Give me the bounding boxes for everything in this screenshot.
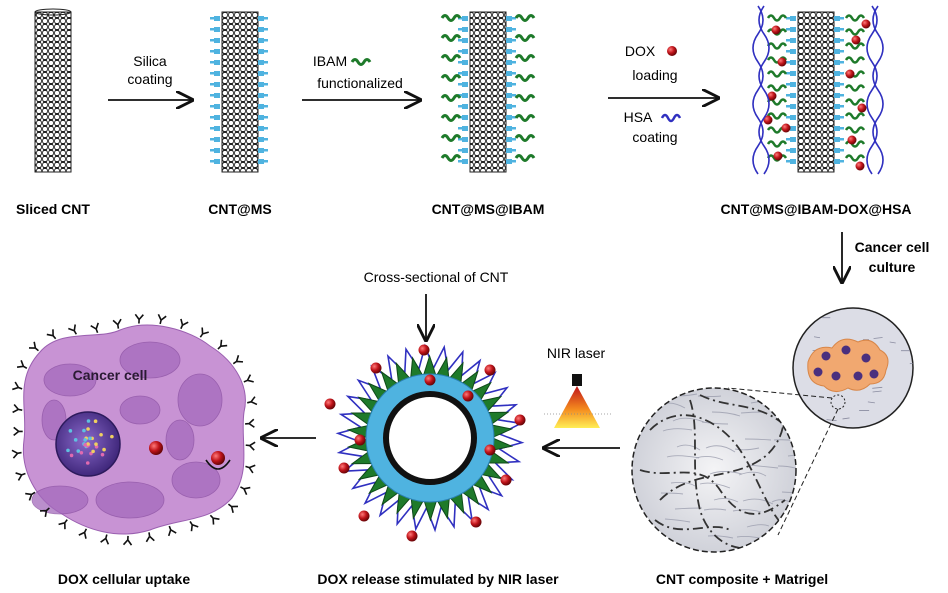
label-dox-release: DOX release stimulated by NIR laser bbox=[317, 571, 559, 587]
zoom-line-top bbox=[727, 387, 833, 399]
step-dox-line1: DOX bbox=[625, 43, 656, 59]
culture-dish bbox=[792, 307, 914, 429]
dox-particle-inside bbox=[149, 441, 163, 455]
step-culture-line1: Cancer cell bbox=[855, 239, 930, 255]
matrigel-magnified-view bbox=[631, 387, 797, 553]
step-hsa-line1: HSA bbox=[624, 109, 653, 125]
zoom-line-bottom bbox=[777, 408, 839, 536]
cnt-ms-illustration bbox=[210, 11, 268, 173]
step-hsa-line2: coating bbox=[632, 129, 677, 145]
sliced-cnt-illustration bbox=[34, 8, 72, 173]
ibam-legend-icon bbox=[350, 58, 372, 66]
step-culture-line2: culture bbox=[869, 259, 916, 275]
label-cross-section: Cross-sectional of CNT bbox=[364, 269, 509, 285]
zoom-region bbox=[830, 394, 846, 410]
step-silica-line1: Silica bbox=[133, 53, 167, 69]
label-cnt-ms-ibam-dox-hsa: CNT@MS@IBAM-DOX@HSA bbox=[720, 201, 911, 217]
label-cnt-ms-ibam: CNT@MS@IBAM bbox=[432, 201, 545, 217]
label-sliced-cnt: Sliced CNT bbox=[16, 201, 90, 217]
label-cnt-composite-matrigel: CNT composite + Matrigel bbox=[656, 571, 828, 587]
hsa-legend-icon bbox=[660, 113, 682, 123]
label-nir-laser: NIR laser bbox=[547, 345, 606, 361]
label-dox-uptake: DOX cellular uptake bbox=[58, 571, 190, 587]
cnt-cross-section bbox=[324, 343, 526, 542]
cnt-ms-ibam-dox-hsa-illustration bbox=[752, 5, 884, 175]
nir-laser-icon bbox=[544, 374, 612, 428]
step-dox-line2: loading bbox=[632, 67, 677, 83]
label-cnt-ms: CNT@MS bbox=[208, 201, 271, 217]
step-ibam-line1: IBAM bbox=[313, 53, 347, 69]
cancer-cell-tissue bbox=[11, 313, 258, 546]
dox-particle-membrane bbox=[211, 451, 225, 465]
cnt-ms-ibam-illustration bbox=[440, 11, 536, 173]
dox-legend-icon bbox=[667, 46, 677, 56]
step-ibam-line2: functionalized bbox=[317, 75, 403, 91]
label-cancer-cell: Cancer cell bbox=[73, 367, 148, 383]
step-silica-line2: coating bbox=[127, 71, 172, 87]
